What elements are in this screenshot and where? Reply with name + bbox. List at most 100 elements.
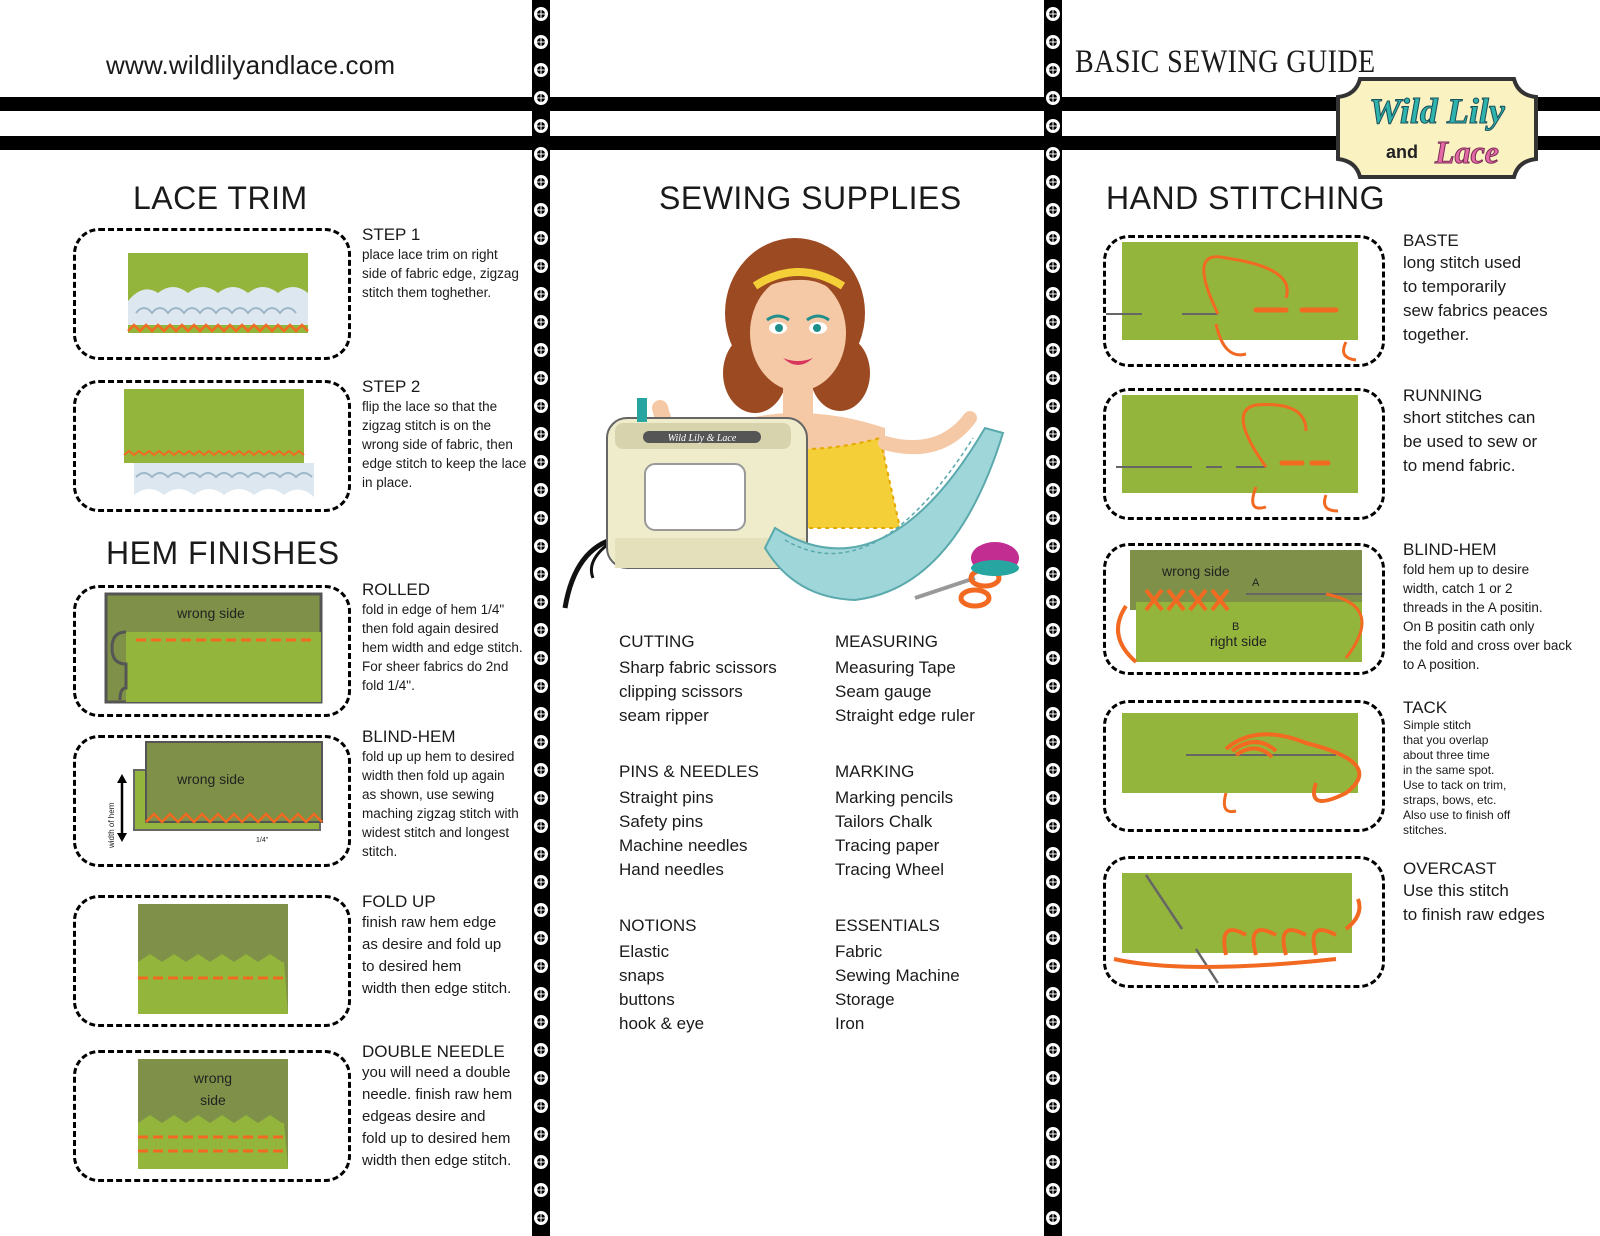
hand-tack-line: Simple stitch — [1403, 718, 1472, 732]
hand-running-line: be used to sew or — [1403, 432, 1538, 451]
hand-blind-line: width, catch 1 or 2 — [1403, 581, 1513, 596]
hand-overcast-heading: OVERCAST — [1403, 859, 1497, 878]
hand-tack-line: stitches. — [1403, 823, 1448, 837]
hem-finishes-title: HEM FINISHES — [106, 535, 340, 571]
supplies-item: Sharp fabric scissors — [619, 658, 777, 677]
supplies-pins-needles: PINS & NEEDLES Straight pins Safety pins… — [619, 762, 759, 882]
hand-tack-line: straps, bows, etc. — [1403, 793, 1497, 807]
hand-stitching-title: HAND STITCHING — [1106, 180, 1385, 216]
hand-running-line: short stitches can — [1403, 408, 1536, 427]
hand-blind-line: On B positin cath only — [1403, 619, 1535, 634]
hem-rolled-line: fold in edge of hem 1/4" — [362, 602, 505, 617]
header-stripe-top — [0, 97, 1600, 111]
hand-tack-card — [1103, 700, 1385, 832]
supplies-item: Tracing paper — [835, 836, 940, 855]
guide-title: BASIC SEWING GUIDE — [1075, 44, 1376, 80]
hem-double-line: fold up to desired hem — [362, 1130, 511, 1147]
hem-foldup-line: as desire and fold up — [362, 936, 502, 953]
logo-text-lace: Lace — [1434, 134, 1499, 170]
supplies-marking: MARKING Marking pencils Tailors Chalk Tr… — [835, 762, 953, 882]
lace-step2-heading: STEP 2 — [362, 377, 421, 396]
hem-foldup-text: FOLD UP finish raw hem edge as desire an… — [362, 892, 527, 1000]
hand-blind-line: to A position. — [1403, 657, 1480, 672]
lace-step1-text: STEP 1 place lace trim on right side of … — [362, 225, 527, 302]
hem-rolled-card: wrong side — [73, 585, 351, 717]
hem-rolled-card-label: wrong side — [176, 605, 245, 621]
supplies-item: snaps — [619, 966, 665, 985]
lace-step2-line: wrong side of fabric, then — [362, 437, 513, 452]
hem-blind-text: BLIND-HEM fold up up hem to desired widt… — [362, 727, 527, 861]
hand-running-heading: RUNNING — [1403, 386, 1483, 405]
hem-double-needle-card: wrong side — [73, 1050, 351, 1182]
supplies-item: Marking pencils — [835, 788, 954, 807]
hand-blind-line: fold hem up to desire — [1403, 562, 1530, 577]
hem-rolled-heading: ROLLED — [362, 580, 431, 599]
supplies-item: Safety pins — [619, 812, 704, 831]
supplies-item: Iron — [835, 1014, 865, 1033]
hand-overcast-card — [1103, 856, 1385, 988]
hem-double-needle-text: DOUBLE NEEDLE you will need a double nee… — [362, 1042, 527, 1172]
hem-rolled-line: For sheer fabrics do 2nd — [362, 659, 509, 674]
hand-baste-line: together. — [1403, 325, 1470, 344]
hem-double-needle-heading: DOUBLE NEEDLE — [362, 1042, 505, 1061]
hem-foldup-card — [73, 895, 351, 1027]
hem-blind-card: wrong side width of hem 1/4" — [73, 735, 351, 867]
header-stripe-bottom — [0, 136, 1600, 150]
hand-baste-card — [1103, 235, 1385, 367]
hand-blind-line: threads in the A positin. — [1403, 600, 1543, 615]
supplies-item: Fabric — [835, 942, 883, 961]
lace-step2-line: flip the lace so that the — [362, 399, 498, 414]
hand-blind-label-right: right side — [1210, 633, 1267, 649]
lace-step2-line: edge stitch to keep the lace — [362, 456, 527, 471]
lace-divider-right — [1044, 0, 1062, 1236]
hand-tack-line: Use to tack on trim, — [1403, 778, 1507, 792]
hem-double-line: you will need a double — [362, 1064, 511, 1081]
hem-blind-line: fold up up hem to desired — [362, 749, 515, 764]
supplies-heading: MEASURING — [835, 632, 938, 651]
supplies-item: seam ripper — [619, 706, 709, 725]
hand-running-line: to mend fabric. — [1403, 456, 1516, 475]
hand-overcast-line: to finish raw edges — [1403, 905, 1545, 924]
hem-double-line: width then edge stitch. — [362, 1152, 512, 1169]
supplies-item: Tailors Chalk — [835, 812, 933, 831]
hem-blind-line: as shown, use sewing — [362, 787, 495, 802]
hem-foldup-line: finish raw hem edge — [362, 914, 497, 931]
website-url[interactable]: www.wildlilyandlace.com — [106, 50, 396, 80]
hem-rolled-text: ROLLED fold in edge of hem 1/4" then fol… — [362, 580, 527, 695]
supplies-item: Measuring Tape — [835, 658, 956, 677]
hem-rolled-line: then fold again desired — [362, 621, 499, 636]
hem-blind-card-label: wrong side — [176, 771, 245, 787]
hand-blind-label-a: A — [1252, 577, 1260, 589]
hem-blind-line: maching zigzag stitch with — [362, 806, 519, 821]
hem-blind-line: widest stitch and longest — [362, 825, 510, 840]
supplies-cutting: CUTTING Sharp fabric scissors clipping s… — [619, 632, 777, 728]
supplies-heading: PINS & NEEDLES — [619, 762, 759, 781]
hand-running-text: RUNNING short stitches can be used to se… — [1403, 386, 1593, 478]
hand-baste-text: BASTE long stitch used to temporarily se… — [1403, 231, 1593, 347]
hem-double-line: edgeas desire and — [362, 1108, 486, 1125]
supplies-essentials: ESSENTIALS Fabric Sewing Machine Storage… — [835, 916, 960, 1036]
supplies-heading: NOTIONS — [619, 916, 697, 935]
lace-step1-line: stitch them toghether. — [362, 285, 492, 300]
hand-blind-label-b: B — [1232, 621, 1239, 633]
lace-step2-line: in place. — [362, 475, 413, 490]
supplies-item: Seam gauge — [835, 682, 932, 701]
supplies-item: buttons — [619, 990, 675, 1009]
hand-tack-line: about three time — [1403, 748, 1490, 762]
seamstress-illustration: Wild Lily & Lace — [555, 228, 1035, 628]
logo-text-wild-lily: Wild Lily — [1369, 91, 1506, 131]
supplies-item: Elastic — [619, 942, 670, 961]
brand-logo: Wild Lily and Lace — [1332, 73, 1542, 183]
hem-foldup-line: width then edge stitch. — [362, 980, 512, 997]
hand-blind-label-wrong: wrong side — [1161, 563, 1230, 579]
supplies-item: Straight edge ruler — [835, 706, 975, 725]
lace-step1-line: place lace trim on right — [362, 247, 498, 262]
hand-blind-hem-text: BLIND-HEM fold hem up to desire width, c… — [1403, 540, 1593, 674]
lace-step2-card — [73, 380, 351, 512]
supplies-item: clipping scissors — [619, 682, 743, 701]
hand-baste-line: to temporarily — [1403, 277, 1506, 296]
supplies-notions: NOTIONS Elastic snaps buttons hook & eye — [619, 916, 704, 1036]
supplies-heading: MARKING — [835, 762, 915, 781]
hand-baste-heading: BASTE — [1403, 231, 1459, 250]
lace-step1-heading: STEP 1 — [362, 225, 421, 244]
